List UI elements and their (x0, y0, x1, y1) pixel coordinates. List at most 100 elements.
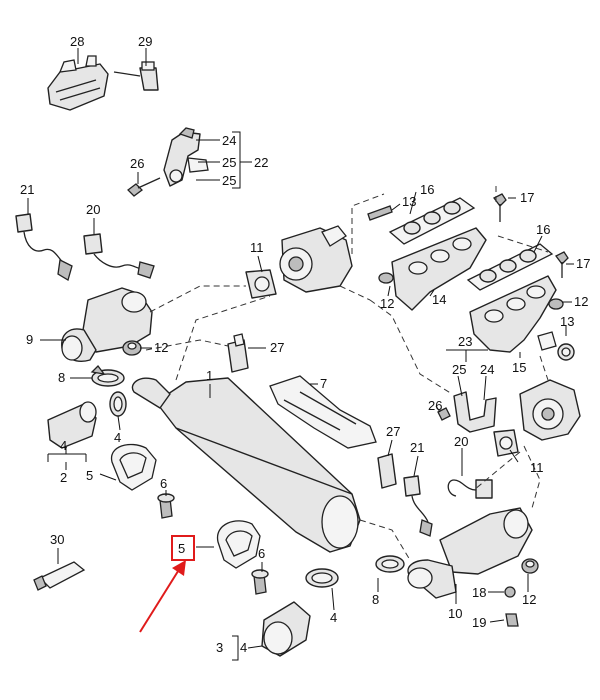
label-15: 15 (512, 360, 526, 375)
part-21-lambda-sensor (15, 213, 73, 281)
part-11-turbocharger-upper (245, 225, 353, 299)
part-4-clamp-left-upper (109, 391, 127, 417)
part-12-nut-manifold (378, 272, 394, 284)
part-20-lambda-sensor-right (447, 479, 493, 499)
part-2-tailpipe-left (47, 401, 97, 449)
part-4-clamp-lower (305, 568, 339, 588)
label-12-left: 12 (154, 340, 168, 355)
label-3: 3 (216, 640, 223, 655)
label-20-right: 20 (454, 434, 468, 449)
part-7-heat-shield (269, 375, 377, 449)
label-16-upper: 16 (420, 182, 434, 197)
part-9-catalytic-converter (61, 287, 153, 362)
part-8-clamp-left (90, 365, 125, 387)
label-2: 2 (60, 470, 67, 485)
part-1-rear-silencer (131, 377, 361, 553)
label-20-left: 20 (86, 202, 100, 217)
label-27-lower: 27 (386, 424, 400, 439)
part-11-turbocharger-lower (493, 379, 581, 457)
label-18: 18 (472, 585, 486, 600)
highlight-box (171, 535, 195, 561)
label-13-lower: 13 (560, 314, 574, 329)
label-9: 9 (26, 332, 33, 347)
part-13-stud (367, 205, 393, 221)
part-26-bolt-right (437, 407, 451, 421)
part-12-nut-left (122, 340, 142, 356)
label-23: 23 (458, 334, 472, 349)
label-4-bottom: 4 (240, 640, 247, 655)
label-24-right: 24 (480, 362, 494, 377)
part-19-nut (505, 613, 519, 627)
part-8-clamp-right (375, 555, 405, 573)
label-27-upper: 27 (270, 340, 284, 355)
part-5-bracket-left (111, 443, 157, 491)
label-28: 28 (70, 34, 84, 49)
label-17-upper: 17 (520, 190, 534, 205)
part-10-catalytic-converter (407, 507, 533, 599)
part-27-bracket-lower (377, 453, 397, 489)
part-20-lambda-sensor (83, 233, 155, 279)
part-23-bracket-assembly (453, 391, 497, 433)
label-5-left: 5 (86, 468, 93, 483)
part-6-bolt-center (251, 569, 269, 595)
label-4-lower: 4 (330, 610, 337, 625)
part-26-bolt (127, 177, 161, 197)
part-30-assembly-paste (33, 561, 86, 591)
label-24-top: 24 (222, 133, 236, 148)
highlight-arrow-line (139, 567, 181, 633)
assembly-dashed-lines (145, 186, 549, 561)
label-4-upper: 4 (114, 430, 121, 445)
label-17-lower: 17 (576, 256, 590, 271)
label-13-upper: 13 (402, 194, 416, 209)
label-16-lower: 16 (536, 222, 550, 237)
label-30: 30 (50, 532, 64, 547)
label-1: 1 (206, 368, 213, 383)
part-18-washer (504, 586, 516, 598)
label-8-left: 8 (58, 370, 65, 385)
highlight-arrow-head (172, 560, 186, 576)
highlight-callout (139, 535, 195, 633)
label-29: 29 (138, 34, 152, 49)
part-13-gasket-ring (537, 331, 575, 361)
part-14-exhaust-manifold (391, 227, 487, 311)
part-3-tailpipe-lower (261, 601, 311, 657)
part-15-exhaust-manifold (469, 275, 557, 353)
label-14: 14 (432, 292, 446, 307)
part-12-nut-lower-right (521, 558, 539, 574)
part-16-gasket-upper (388, 197, 476, 245)
leader-lines (27, 48, 574, 661)
callout-labels: 28 29 24 26 25 22 25 21 20 11 13 16 17 1… (20, 34, 590, 655)
label-12-lower: 12 (522, 592, 536, 607)
label-11-lower: 11 (530, 460, 544, 475)
label-21-right: 21 (410, 440, 424, 455)
label-7: 7 (320, 376, 327, 391)
label-6-center: 6 (258, 546, 265, 561)
label-12-manifold: 12 (380, 296, 394, 311)
part-27-bracket-upper (227, 333, 249, 373)
label-4-left: 4 (60, 438, 67, 453)
part-17-bolt-lower (555, 251, 569, 278)
label-25-top-b: 25 (222, 173, 236, 188)
part-6-bolt-left (157, 493, 175, 519)
part-22-bracket-assembly (163, 127, 209, 187)
part-21-lambda-sensor-right (403, 475, 433, 537)
part-12-nut-right (548, 298, 564, 310)
label-21-left: 21 (20, 182, 34, 197)
label-19: 19 (472, 615, 486, 630)
label-22: 22 (254, 155, 268, 170)
label-25-top-a: 25 (222, 155, 236, 170)
label-5-highlighted: 5 (178, 541, 185, 556)
label-26-right: 26 (428, 398, 442, 413)
label-25-right: 25 (452, 362, 466, 377)
label-11-upper: 11 (250, 240, 264, 255)
label-26-top: 26 (130, 156, 144, 171)
part-28-heat-shield (47, 55, 109, 111)
label-8-right: 8 (372, 592, 379, 607)
part-5-bracket-highlighted (217, 520, 261, 569)
part-17-bolt-upper (493, 193, 507, 222)
label-12-right: 12 (574, 294, 588, 309)
label-6-left: 6 (160, 476, 167, 491)
part-16-gasket-lower (466, 243, 554, 291)
part-29-connector (113, 61, 159, 91)
